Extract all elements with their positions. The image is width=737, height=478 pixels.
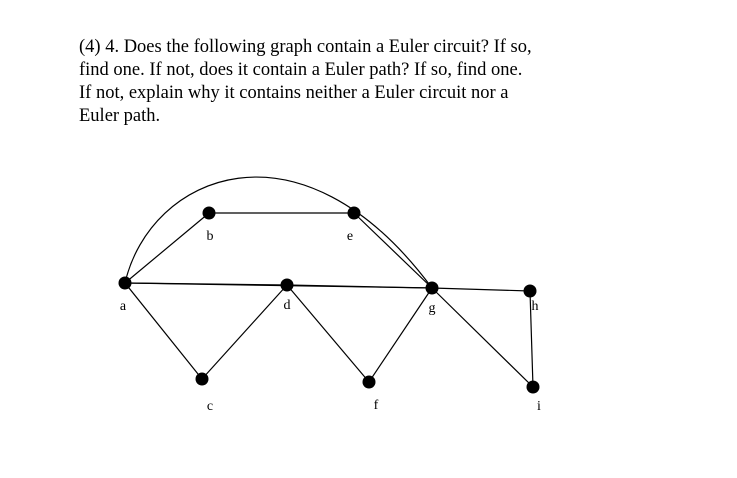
question-line-4: Euler path. (79, 106, 161, 126)
vertex-label-h: h (532, 299, 539, 314)
vertex-label-b: b (207, 229, 214, 244)
edge-e-g (353, 212, 433, 289)
vertex-label-i: i (537, 399, 541, 414)
node-layer (118, 206, 540, 394)
vertex-label-g: g (429, 301, 436, 316)
vertex-g (425, 281, 439, 295)
question-line-3: If not, explain why it contains neither … (79, 83, 509, 103)
vertex-e (347, 206, 361, 220)
question-text: (4) 4. Does the following graph contain … (79, 36, 639, 128)
vertex-f (362, 375, 376, 389)
edge-c-d (201, 284, 288, 380)
edge-layer (124, 176, 534, 388)
vertex-label-c: c (207, 399, 213, 414)
edge-a-d (124, 282, 288, 286)
vertex-label-f: f (374, 398, 379, 413)
vertex-label-e: e (347, 229, 353, 244)
edge-a-b (124, 212, 210, 284)
edge-h-i (529, 290, 534, 388)
edge-a-c (124, 282, 203, 380)
edge-g-i (431, 287, 534, 388)
vertex-b (202, 206, 216, 220)
edge-d-f (286, 284, 370, 383)
edge-g-h (431, 287, 531, 292)
vertex-i (526, 380, 540, 394)
edge-d-g (286, 284, 433, 289)
vertex-h (523, 284, 537, 298)
vertex-d (280, 278, 294, 292)
label-layer: a b c d e f g h i (120, 229, 541, 414)
edge-f-g (368, 287, 433, 383)
edge-a-g-arc (124, 176, 433, 289)
question-line-1: (4) 4. Does the following graph contain … (79, 37, 532, 57)
vertex-a (118, 276, 132, 290)
vertex-label-d: d (284, 298, 291, 313)
vertex-label-a: a (120, 299, 127, 314)
question-line-2: find one. If not, does it contain a Eule… (79, 60, 523, 80)
vertex-c (195, 372, 209, 386)
